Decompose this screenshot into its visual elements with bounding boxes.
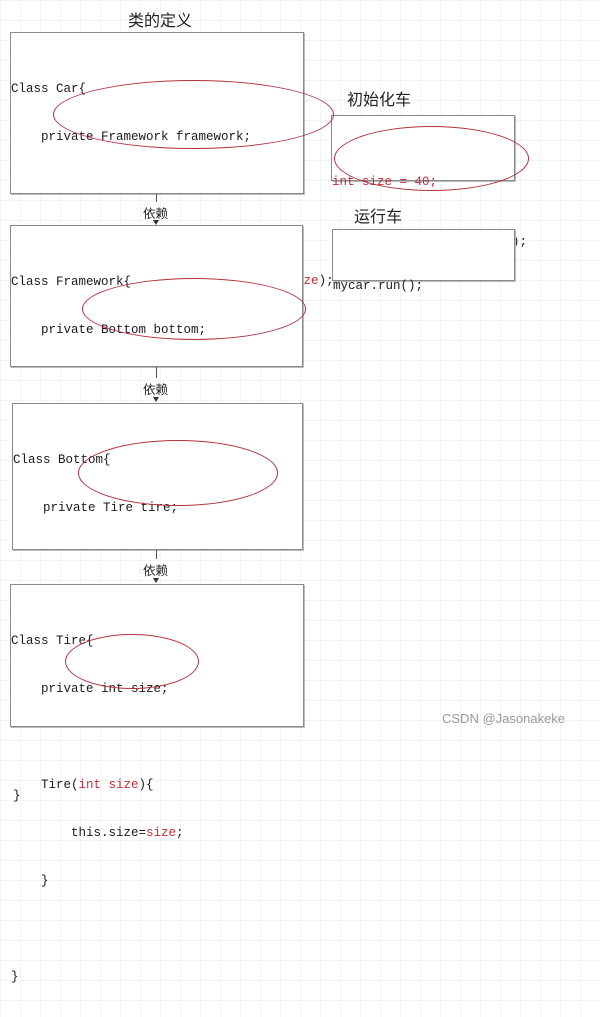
code-line: ​ xyxy=(11,921,184,937)
class-definition-title: 类的定义 xyxy=(128,11,193,30)
code-line: int size = 40; xyxy=(332,175,438,189)
dependency-label: 依赖 xyxy=(143,563,169,578)
arrowhead-icon xyxy=(153,220,159,225)
code-line: private int size; xyxy=(11,682,169,696)
code-line: private Tire tire; xyxy=(13,501,179,515)
car-class-box: Class Car{ private Framework framework; … xyxy=(10,32,334,480)
framework-class-box: Class Framework{ private Bottom bottom; … xyxy=(10,225,303,625)
code-line: ​ xyxy=(13,548,268,564)
arrowhead-icon xyxy=(153,397,159,402)
dependency-arrow-line xyxy=(156,194,157,202)
bottom-class-box: Class Bottom{ private Tire tire; ​ Botto… xyxy=(12,403,303,803)
dependency-label: 依赖 xyxy=(143,206,169,221)
code-line: ​ xyxy=(11,177,334,193)
run-car-title: 运行车 xyxy=(354,207,403,226)
init-car-box: int size = 40; Car mycar = new Car(size)… xyxy=(331,115,527,249)
highlight-param: int size xyxy=(78,778,139,792)
init-car-title: 初始化车 xyxy=(347,90,412,109)
code-line: } xyxy=(11,874,49,888)
code-line: Class Bottom{ xyxy=(13,453,111,467)
run-car-box: mycar.run(); xyxy=(332,229,515,293)
code-line: Class Tire{ xyxy=(11,634,94,648)
dependency-arrow-line xyxy=(156,367,157,378)
dependency-arrow-line xyxy=(156,550,157,559)
code-line: Class Car{ xyxy=(11,82,87,96)
code-line: } xyxy=(11,970,19,984)
watermark: CSDN @Jasonakeke xyxy=(442,711,566,726)
dependency-label: 依赖 xyxy=(143,382,169,397)
tire-class-box: Class Tire{ private int size; ​ Tire(int… xyxy=(10,584,304,984)
code-line: ​ xyxy=(11,729,184,745)
run-car-code: mycar.run(); xyxy=(333,246,423,326)
code-line: this.size=size; xyxy=(11,826,184,840)
code-line: Tire(int size){ xyxy=(11,778,154,792)
highlight-arg: size xyxy=(146,826,177,840)
code-line: mycar.run(); xyxy=(333,279,424,293)
code-line: private Bottom bottom; xyxy=(11,323,207,337)
code-line: Class Framework{ xyxy=(11,275,132,289)
code-line: private Framework framework; xyxy=(11,130,252,144)
arrowhead-icon xyxy=(153,578,159,583)
tire-class-code: Class Tire{ private int size; ​ Tire(int… xyxy=(11,601,184,1017)
